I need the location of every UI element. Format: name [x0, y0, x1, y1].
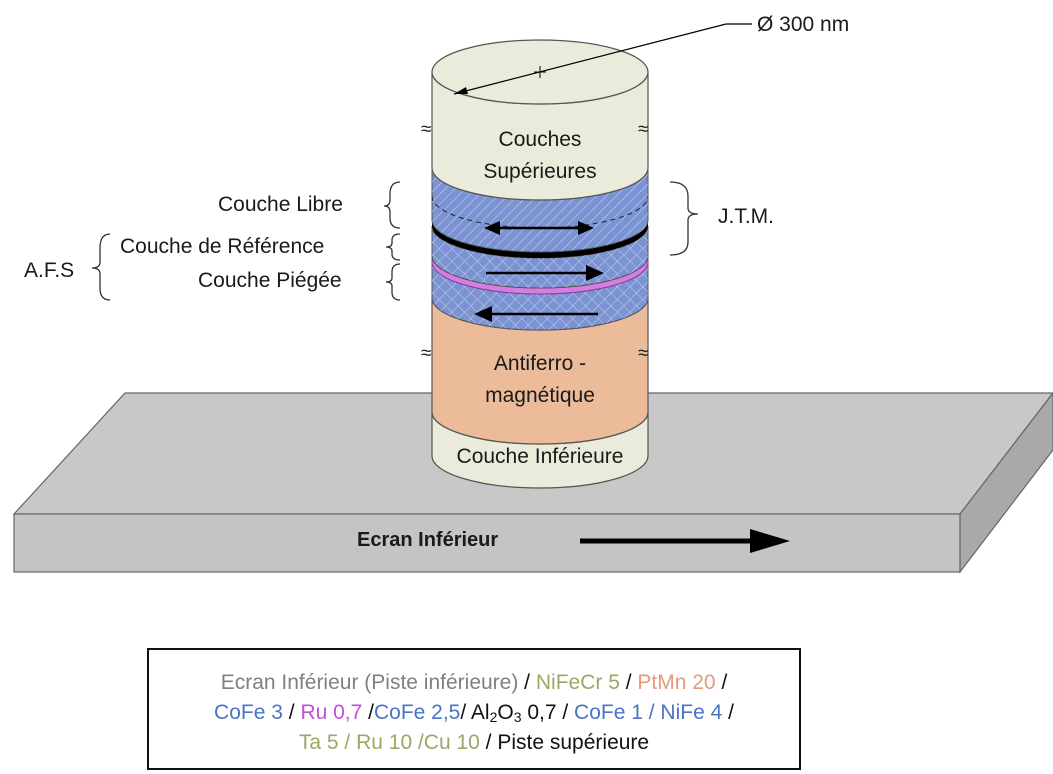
legend-segment: Al [470, 701, 490, 724]
screen-label: Ecran Inférieur [357, 529, 499, 551]
layer-stack-legend: Ecran Inférieur (Piste inférieure) / NiF… [147, 648, 801, 770]
brace-afs [91, 233, 111, 301]
brace-free-layer [383, 181, 401, 229]
legend-segment: 3 [513, 709, 522, 725]
bottom-layer-label: Couche Inférieure [456, 445, 624, 468]
legend-segment: Ru 0,7 [300, 701, 363, 724]
legend-segment: / [460, 701, 471, 724]
legend-segment: / [722, 701, 734, 724]
free-layer-label: Couche Libre [218, 193, 343, 216]
legend-segment: NiFeCr 5 [535, 671, 620, 694]
braces [91, 181, 699, 301]
legend-segment: / [518, 671, 536, 694]
top-layers-label-line1: Couches [498, 128, 582, 151]
legend-line-3: Ta 5 / Ru 10 /Cu 10 / Piste supérieure [149, 728, 799, 758]
break-mark-top-right: ≈ [638, 119, 649, 140]
legend-segment: 0,7 / [521, 701, 575, 724]
top-layers-label: Couches Supérieures [460, 124, 620, 188]
legend-segment: Ta 5 / Ru 10 /Cu 10 [298, 731, 480, 754]
legend-segment: CoFe 2,5 [373, 701, 461, 724]
brace-jtm [669, 181, 699, 256]
break-mark-afm-left: ≈ [421, 343, 432, 364]
legend-segment: PtMn 20 [637, 671, 716, 694]
magnetization-arrows [474, 221, 604, 322]
legend-segment: Ecran Inférieur (Piste inférieure) [220, 671, 519, 694]
slab-front-face [13, 513, 961, 573]
top-layers-label-line2: Supérieures [483, 160, 597, 183]
diameter-indicator [453, 23, 752, 95]
screen-arrow-head [750, 529, 790, 553]
legend-segment: / [282, 701, 301, 724]
legend-segment: CoFe 3 [214, 701, 283, 724]
pillar [431, 39, 649, 489]
legend-segment: O [497, 701, 514, 724]
legend-segment: / [715, 671, 728, 694]
legend-line-2: CoFe 3 / Ru 0,7 /CoFe 2,5/ Al2O3 0,7 / C… [149, 698, 799, 728]
break-mark-top-left: ≈ [421, 119, 432, 140]
legend-segment: / [619, 671, 638, 694]
pinned-layer-label: Couche Piégée [198, 269, 342, 292]
legend-segment: / [362, 701, 374, 724]
reference-layer-label: Couche de Référence [120, 235, 325, 258]
jtm-label: J.T.M. [718, 205, 774, 228]
antiferro-label: Antiferro - magnétique [460, 348, 620, 412]
legend-segment: / Piste supérieure [479, 731, 650, 754]
tunnel-barrier [432, 220, 648, 258]
antiferro-label-line2: magnétique [485, 384, 595, 407]
antiferro-label-line1: Antiferro - [493, 352, 587, 375]
legend-segment: CoFe 1 / NiFe 4 [574, 701, 723, 724]
diameter-label: Ø 300 nm [757, 13, 850, 36]
brace-pinned-layer [385, 263, 401, 301]
break-mark-afm-right: ≈ [638, 343, 649, 364]
legend-segment: 2 [489, 709, 498, 725]
brace-reference-layer [385, 233, 401, 261]
afs-label: A.F.S [24, 259, 75, 282]
legend-line-1: Ecran Inférieur (Piste inférieure) / NiF… [149, 668, 799, 698]
